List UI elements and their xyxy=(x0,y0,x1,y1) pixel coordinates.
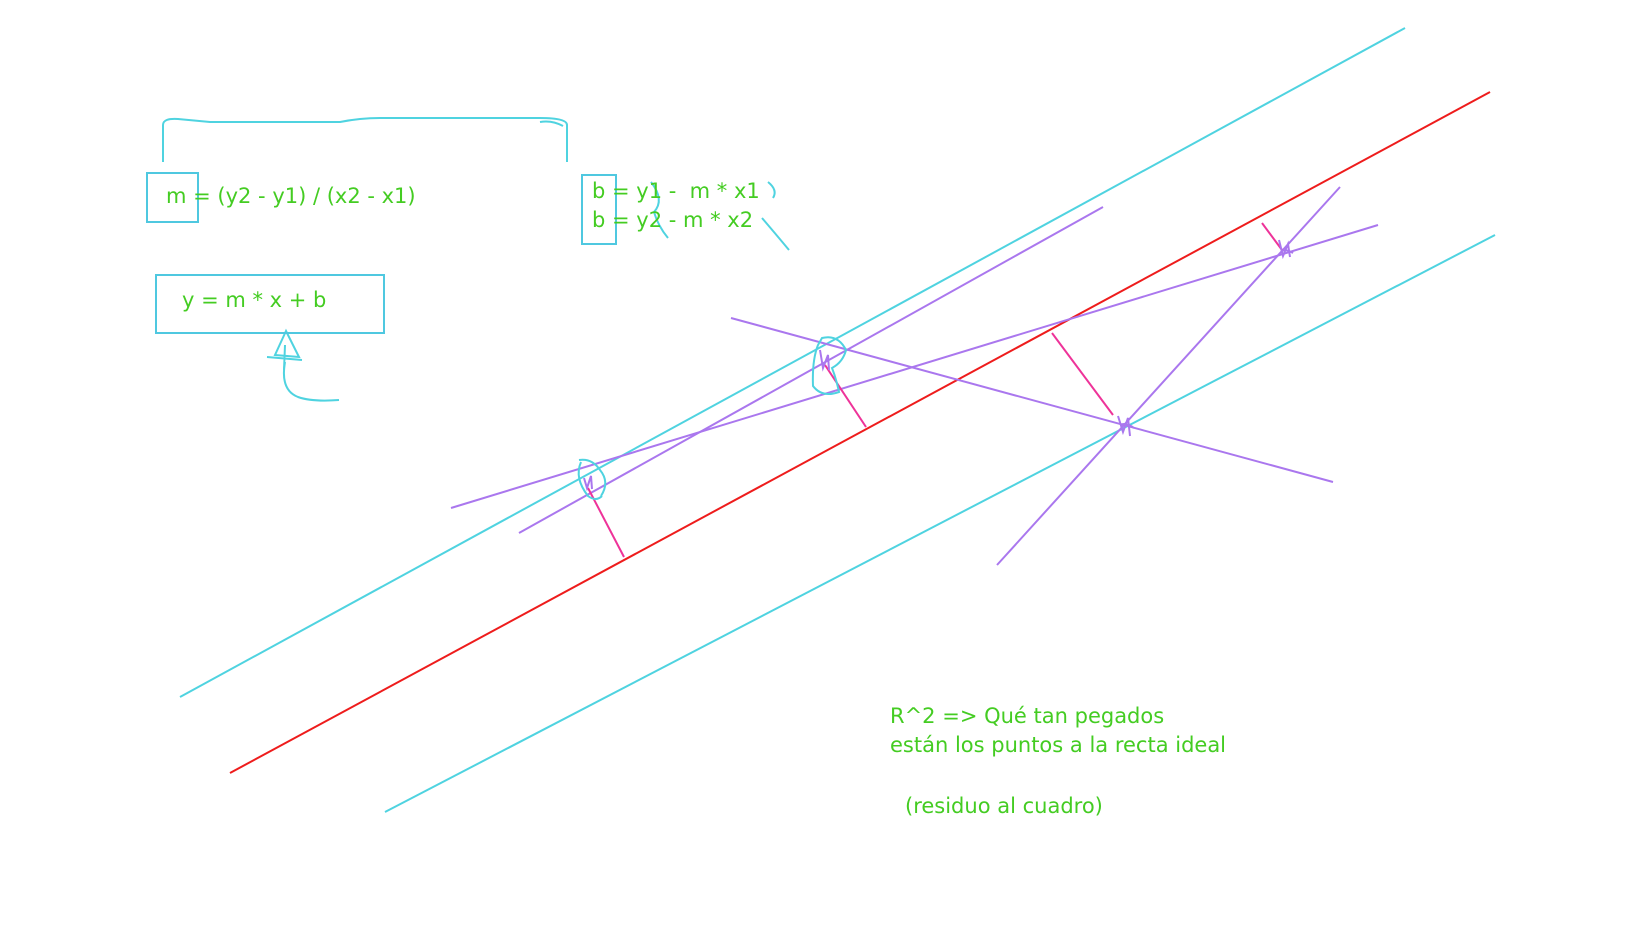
m-highlight-box xyxy=(146,172,199,223)
scribble-x1 xyxy=(767,181,776,199)
residual-3 xyxy=(1051,332,1114,416)
data-point-3 xyxy=(1117,415,1135,437)
data-point-1 xyxy=(577,458,607,500)
lower-cyan-line xyxy=(384,234,1496,813)
r2-note-line2: están los puntos a la recta ideal xyxy=(890,733,1227,757)
arrow-icon xyxy=(266,328,340,402)
scribble-x2 xyxy=(761,217,790,251)
upper-cyan-line xyxy=(179,27,1406,698)
bracket-connector xyxy=(162,117,568,162)
data-point-4 xyxy=(1278,239,1294,260)
b-highlight-box xyxy=(581,174,617,245)
r2-note-line3: (residuo al cuadro) xyxy=(905,794,1103,818)
purple-line-a xyxy=(450,224,1379,509)
bracket-hook xyxy=(539,120,564,127)
line-equation-box xyxy=(155,274,385,334)
intercept-formula-2: b = y2 - m * x2 xyxy=(592,208,754,232)
r2-note-line1: R^2 => Qué tan pegados xyxy=(890,704,1165,728)
intercept-formula-1: b = y1 - m * x1 xyxy=(592,179,760,203)
ideal-regression-line xyxy=(229,91,1491,774)
scribble-y1 xyxy=(650,181,669,239)
residual-2 xyxy=(824,364,867,428)
line-equation: y = m * x + b xyxy=(182,288,327,312)
data-point-2 xyxy=(811,336,848,395)
slope-formula: m = (y2 - y1) / (x2 - x1) xyxy=(166,184,416,208)
purple-line-c xyxy=(518,206,1104,534)
residual-4 xyxy=(1261,222,1283,251)
purple-line-b xyxy=(730,317,1334,483)
